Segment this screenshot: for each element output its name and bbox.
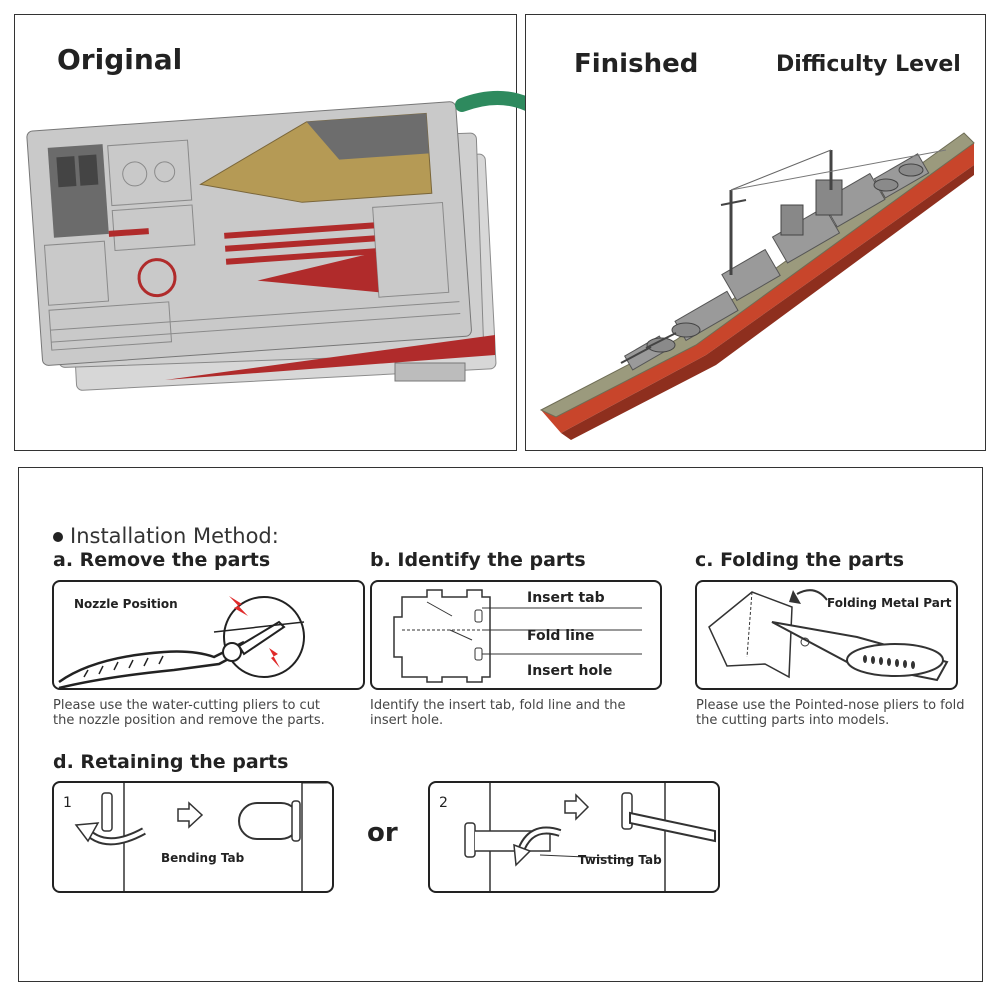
twisting-tab-icon [464, 783, 716, 891]
metal-sheets-image [26, 101, 497, 391]
bullet-icon [53, 532, 63, 542]
pliers-cutting-icon [58, 596, 305, 688]
step-b-description: Identify the insert tab, fold line and t… [370, 698, 626, 728]
insert-tab-label: Insert tab [527, 590, 605, 606]
part-diagram-icon [393, 589, 642, 683]
installation-heading-text: Installation Method: [70, 524, 279, 548]
or-separator: or [367, 818, 398, 848]
option2-number: 2 [439, 795, 448, 811]
finished-title: Finished [574, 49, 699, 79]
folding-pliers-icon [708, 589, 949, 682]
twisting-tab-illustration: 2 Twisting Tab [428, 781, 720, 893]
finished-panel: Finished Difficulty Level [525, 14, 986, 451]
original-title: Original [57, 43, 183, 76]
option1-number: 1 [63, 795, 72, 811]
installation-panel: Installation Method: a. Remove the parts… [18, 467, 983, 982]
step-a-illustration: Nozzle Position [52, 580, 365, 690]
step-c-description: Please use the Pointed-nose pliers to fo… [696, 698, 965, 728]
bending-tab-icon [74, 783, 332, 891]
battleship-model-image [539, 132, 975, 440]
twisting-tab-label: Twisting Tab [578, 853, 662, 867]
step-d-title: d. Retaining the parts [53, 751, 289, 773]
step-a-title: a. Remove the parts [53, 549, 271, 571]
difficulty-level-label: Difficulty Level [776, 52, 961, 77]
nozzle-position-label: Nozzle Position [74, 597, 178, 611]
step-b-illustration: Insert tab Fold line Insert hole [370, 580, 662, 690]
folding-metal-part-label: Folding Metal Part [827, 596, 952, 610]
fold-line-label: Fold line [527, 628, 595, 644]
step-b-title: b. Identify the parts [370, 549, 586, 571]
insert-hole-label: Insert hole [527, 663, 613, 679]
step-a-description: Please use the water-cutting pliers to c… [53, 698, 325, 728]
step-c-illustration: Folding Metal Part [695, 580, 958, 690]
bending-tab-label: Bending Tab [161, 851, 245, 865]
bending-tab-illustration: 1 Bending Tab [52, 781, 334, 893]
installation-heading: Installation Method: [53, 524, 279, 548]
step-c-title: c. Folding the parts [695, 549, 905, 571]
original-panel: Original [14, 14, 517, 451]
